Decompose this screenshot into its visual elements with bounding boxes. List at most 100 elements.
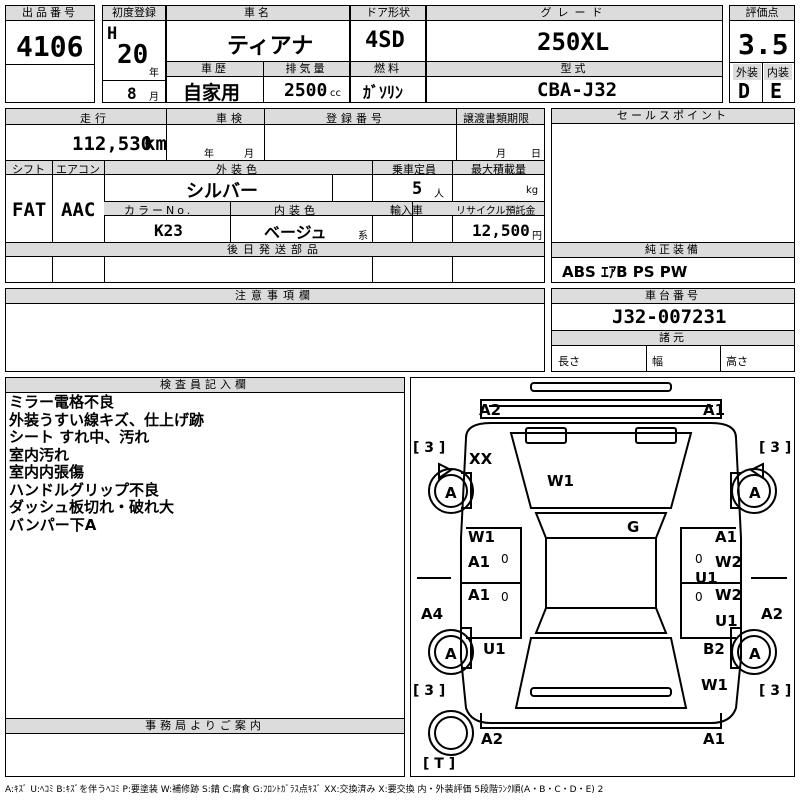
grade: 250XL	[537, 28, 610, 56]
seats: 5	[412, 179, 423, 199]
lot-number: 4106	[16, 30, 84, 63]
mark-b2: B2	[703, 640, 725, 658]
interior-grade: E	[770, 79, 783, 103]
inspector-note: シート すれ中、汚れ	[9, 428, 150, 446]
ext-color-label: 外装色	[216, 163, 261, 176]
seats-unit: 人	[434, 189, 444, 200]
office-label: 事務局よりご案内	[6, 719, 404, 734]
lot-number-label: 出品番号	[6, 6, 94, 21]
inspection-month-unit: 月	[244, 149, 254, 160]
transfer-day-unit: 日	[531, 149, 541, 160]
later-parts-label: 後日発送部品	[6, 243, 544, 257]
mark-xx: XX	[469, 450, 493, 468]
mark-rl-door: A1	[468, 586, 491, 604]
lot-number-box: 出品番号 4106	[5, 5, 95, 103]
inspector-note: 室内内張傷	[9, 463, 85, 481]
inspection-label: 車検	[216, 112, 246, 125]
inspector-note: ダッシュ板切れ・破れ大	[9, 498, 175, 516]
chassis-label: 車台番号	[552, 289, 794, 304]
bracket-bottom-left: [ 3 ]	[413, 683, 446, 699]
door-label: ドア形状	[351, 6, 425, 21]
registration-year: 20	[117, 40, 149, 70]
seats-label: 乗車定員	[392, 163, 436, 176]
transfer-deadline-label: 譲渡書類期限	[463, 112, 529, 125]
score-label: 評価点	[730, 6, 794, 21]
color-no-label: カラーNo.	[124, 204, 194, 217]
chassis-number: J32-007231	[612, 306, 727, 328]
chassis-box: 車台番号 J32-007231 諸元 長さ 幅 高さ	[551, 288, 795, 372]
interior-label: 内装	[764, 64, 792, 80]
score-box: 評価点 3.5 外装 内装 D E	[729, 5, 795, 103]
mark-front-right: A1	[703, 401, 726, 419]
mark-hood: W1	[547, 472, 574, 490]
model-box: 型式 CBA-J32	[426, 61, 723, 103]
mark-fl-door-bot: A1	[468, 553, 491, 571]
inspector-note: 外装うすい線キズ、仕上げ跡	[9, 410, 205, 429]
mark-rr-door-top: W2	[715, 586, 742, 604]
inspector-note: ハンドルグリップ不良	[9, 480, 160, 499]
windshield	[534, 512, 668, 539]
rear-bumper	[480, 713, 722, 729]
month-unit: 月	[149, 92, 159, 103]
max-load-unit: kg	[526, 185, 539, 196]
bracket-bottom-right: [ 3 ]	[759, 683, 792, 699]
displacement-box: 排気量 2500 cc	[263, 61, 350, 103]
mark-fr-door-bot: W2	[715, 553, 742, 571]
model: CBA-J32	[537, 79, 618, 101]
car-name-box: 車名 ティアナ	[166, 5, 350, 62]
mark-tire-fl: A	[445, 484, 457, 502]
history-label: 車歴	[167, 62, 263, 77]
import-label: 輸入車	[390, 204, 423, 217]
bracket-top-left: [ 3 ]	[413, 440, 446, 456]
car-diagram	[417, 382, 787, 756]
recycle-unit: 円	[532, 231, 542, 242]
bracket-top-right: [ 3 ]	[759, 440, 792, 456]
door-box: ドア形状 4SD	[350, 5, 426, 62]
notes-box: 注意事項欄	[5, 288, 545, 372]
ext-color: シルバー	[186, 181, 258, 202]
fuel-box: 燃料 ｶﾞｿﾘﾝ	[350, 61, 426, 103]
int-color: ベージュ	[264, 223, 327, 242]
length-label: 長さ	[558, 355, 580, 368]
registration-no-label: 登録番号	[326, 112, 386, 125]
displacement-unit: cc	[330, 88, 341, 99]
inspector-box: 検査員記入欄 ミラー電格不良 外装うすい線キズ、仕上げ跡 シート すれ中、汚れ …	[5, 377, 405, 777]
mark-tire-fr: A	[749, 484, 761, 502]
inspection-year-unit: 年	[204, 149, 214, 160]
mark-zero: 0	[695, 552, 703, 566]
ac-label: エアコン	[56, 163, 100, 176]
mileage: 112,530	[72, 133, 153, 155]
int-color-label: 内装色	[274, 204, 319, 217]
car-name-label: 車名	[167, 6, 349, 21]
mileage-unit: km	[144, 133, 167, 155]
displacement: 2500	[284, 80, 328, 101]
color-number: K23	[154, 221, 183, 240]
mark-u1-mid: U1	[695, 569, 718, 587]
roof	[545, 537, 657, 609]
max-load-label: 最大積載量	[471, 163, 526, 176]
mark-zero: 0	[695, 590, 703, 604]
sales-points-box: セールスポイント 純正装備 ABS ｴｱB PS PW	[551, 108, 795, 283]
mark-front-left: A2	[479, 401, 502, 419]
inspector-label: 検査員記入欄	[6, 378, 404, 393]
mark-roof: G	[627, 518, 640, 536]
trunk	[514, 637, 688, 709]
int-color-unit: 系	[358, 231, 368, 242]
inspector-notes: ミラー電格不良 外装うすい線キズ、仕上げ跡 シート すれ中、汚れ 室内汚れ 室内…	[9, 393, 205, 534]
mark-u1-rl: U1	[483, 640, 506, 658]
ac-type: AAC	[61, 199, 96, 221]
transfer-month-unit: 月	[496, 149, 506, 160]
door-type: 4SD	[365, 28, 405, 53]
inspector-note: ミラー電格不良	[9, 393, 115, 411]
mark-fr-door-top: A1	[715, 528, 738, 546]
mileage-label: 走行	[80, 112, 110, 125]
width-label: 幅	[652, 355, 663, 368]
inspector-note: 室内汚れ	[9, 445, 70, 464]
mark-rear-right: A1	[703, 730, 726, 748]
shift-label: シフト	[12, 163, 45, 176]
legend: A:ｷｽﾞ U:ﾍｺﾐ B:ｷｽﾞを伴うﾍｺﾐ P:要塗装 W:補修跡 S:錆 …	[5, 785, 604, 795]
car-diagram-box: A2 A1 XX W1 A A G W1 A1 A1 W2 U1 A1 W2 U…	[410, 377, 795, 777]
car-body-outline	[460, 422, 742, 724]
mark-tire-rl: A	[445, 645, 457, 663]
registration-month: 8	[127, 84, 137, 103]
